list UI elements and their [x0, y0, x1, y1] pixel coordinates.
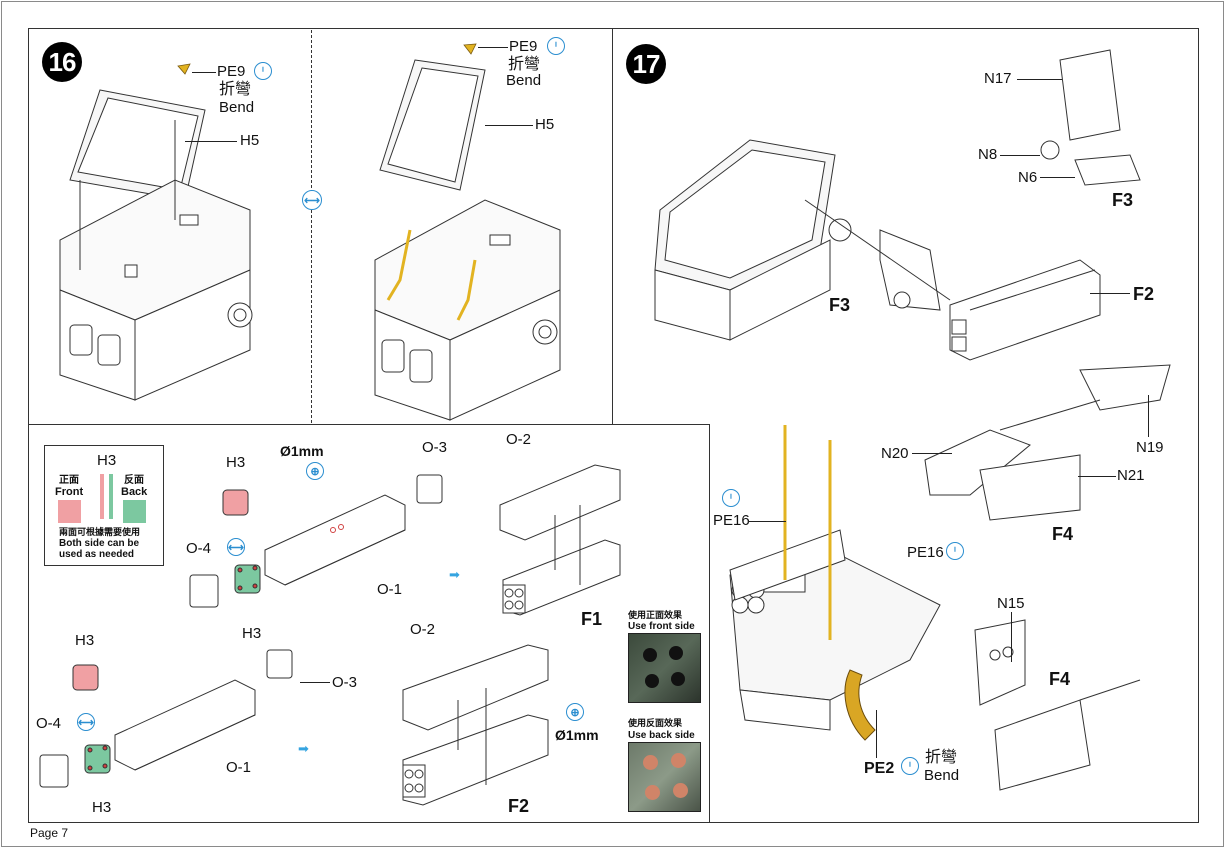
f2-h3-top-label: H3 [75, 632, 95, 649]
pe9-leader-right [478, 47, 508, 48]
legend-title: H3 [97, 452, 117, 469]
bend-en-right: Bend [506, 72, 542, 89]
pe16-left-leader [748, 521, 786, 522]
step-16-left-drawing [59, 63, 253, 401]
legend-note-cn: 兩面可根據需要使用 [59, 527, 141, 537]
bend-en-left: Bend [219, 99, 255, 116]
legend-back-en: Back [121, 486, 148, 498]
photo-back-caption-cn: 使用反面效果 [628, 718, 683, 728]
bend-cn-right: 折彎 [508, 56, 541, 73]
next-arrow-icon: ➡ [298, 741, 309, 756]
n6-leader [1040, 177, 1075, 178]
f4-top-label: F4 [1052, 524, 1074, 544]
bend-tool-icon: ⁱ [901, 757, 919, 775]
legend-note-en-1: Both side can be [59, 538, 140, 549]
step-16-right-drawing [374, 43, 561, 421]
bend-tool-icon: ⁱ [254, 62, 272, 80]
n20-leader [912, 453, 952, 454]
f1-result-label: F1 [581, 609, 603, 629]
legend-front-cn: 正面 [59, 475, 79, 486]
n17-label: N17 [984, 70, 1012, 87]
n19-label: N19 [1136, 439, 1164, 456]
f2-result-label: F2 [508, 796, 530, 816]
f2-parts-drawing [39, 649, 293, 788]
photo-front-caption-cn: 使用正面效果 [628, 610, 683, 620]
n8-label: N8 [978, 146, 998, 163]
pe2-bend-en: Bend [924, 767, 960, 784]
photo-back-caption-en: Use back side [628, 730, 695, 741]
step-16-divider [311, 30, 312, 423]
page-number: Page 7 [30, 826, 69, 840]
f2-drill-label: Ø1mm [555, 727, 599, 743]
f1-parts-drawing [189, 474, 443, 608]
h3-legend: H3 正面 Front 反面 Back 兩面可根據需要使用 Both side … [44, 445, 164, 566]
h5-label-right: H5 [535, 116, 555, 133]
pe16-left-label: PE16 [713, 512, 750, 529]
pe2-label: PE2 [864, 760, 895, 777]
n21-leader [1078, 476, 1116, 477]
pe2-leader [876, 710, 877, 758]
step-17-drawing [654, 49, 1171, 791]
choose-option-icon: ⟷ [302, 190, 322, 210]
photo-front-caption-en: Use front side [628, 621, 695, 632]
drill-icon: ⊕ [306, 462, 324, 480]
f2-o3-label: O-3 [332, 674, 358, 691]
n20-label: N20 [881, 445, 909, 462]
f2-o4-label: O-4 [36, 715, 62, 732]
bend-tool-icon: ⁱ [547, 37, 565, 55]
f2-leader [1090, 293, 1130, 294]
f1-o2-label: O-2 [506, 431, 532, 448]
bend-tool-icon: ⁱ [946, 542, 964, 560]
bend-tool-icon: ⁱ [722, 489, 740, 507]
n15-leader [1011, 612, 1012, 662]
f2-result-drawing [402, 644, 549, 806]
f1-o3-label: O-3 [422, 439, 448, 456]
h5-label-left: H5 [240, 132, 260, 149]
n21-label: N21 [1117, 467, 1145, 484]
n17-leader [1017, 79, 1062, 80]
f1-h3-top-label: H3 [226, 454, 246, 471]
f2-o2-label: O-2 [410, 621, 436, 638]
h3-profile-icon [100, 474, 113, 519]
h5-leader-left [185, 141, 237, 142]
choose-option-icon: ⟷ [227, 538, 245, 556]
f1-result-drawing [499, 464, 621, 616]
pe9-leader-left [192, 72, 216, 73]
f3-subassembly-label: F3 [1112, 190, 1134, 210]
pe9-label-left: PE9 [217, 63, 246, 80]
f1-o4-label: O-4 [186, 540, 212, 557]
n6-label: N6 [1018, 169, 1038, 186]
step-16-badge: 16 [42, 42, 82, 82]
f2-label: F2 [1133, 284, 1155, 304]
pe9-label-right: PE9 [509, 38, 538, 55]
f1-h3-bottom-label: H3 [242, 625, 262, 642]
n19-leader [1148, 395, 1149, 437]
f2-o3-leader [300, 682, 330, 683]
photo-front-side [628, 633, 701, 703]
next-arrow-icon: ➡ [449, 567, 460, 582]
f2-h3-bottom-label: H3 [92, 799, 112, 816]
photo-back-side [628, 742, 701, 812]
pe2-bend-cn: 折彎 [925, 749, 958, 766]
front-swatch [58, 500, 81, 523]
n8-leader [1000, 155, 1040, 156]
bend-cn-left: 折彎 [219, 81, 252, 98]
legend-note-en-2: used as needed [59, 549, 135, 560]
f4-bottom-label: F4 [1049, 669, 1071, 689]
back-swatch [123, 500, 146, 523]
n15-label: N15 [997, 595, 1025, 612]
f3-label: F3 [829, 295, 851, 315]
f1-drill-label: Ø1mm [280, 443, 324, 459]
step-17-badge: 17 [626, 44, 666, 84]
legend-back-cn: 反面 [124, 475, 144, 486]
legend-front-en: Front [55, 486, 84, 498]
drill-icon: ⊕ [566, 703, 584, 721]
pe16-right-label: PE16 [907, 544, 944, 561]
choose-option-icon: ⟷ [77, 713, 95, 731]
h5-leader-right [485, 125, 533, 126]
f1-o1-label: O-1 [377, 581, 403, 598]
f2-o1-label: O-1 [226, 759, 252, 776]
